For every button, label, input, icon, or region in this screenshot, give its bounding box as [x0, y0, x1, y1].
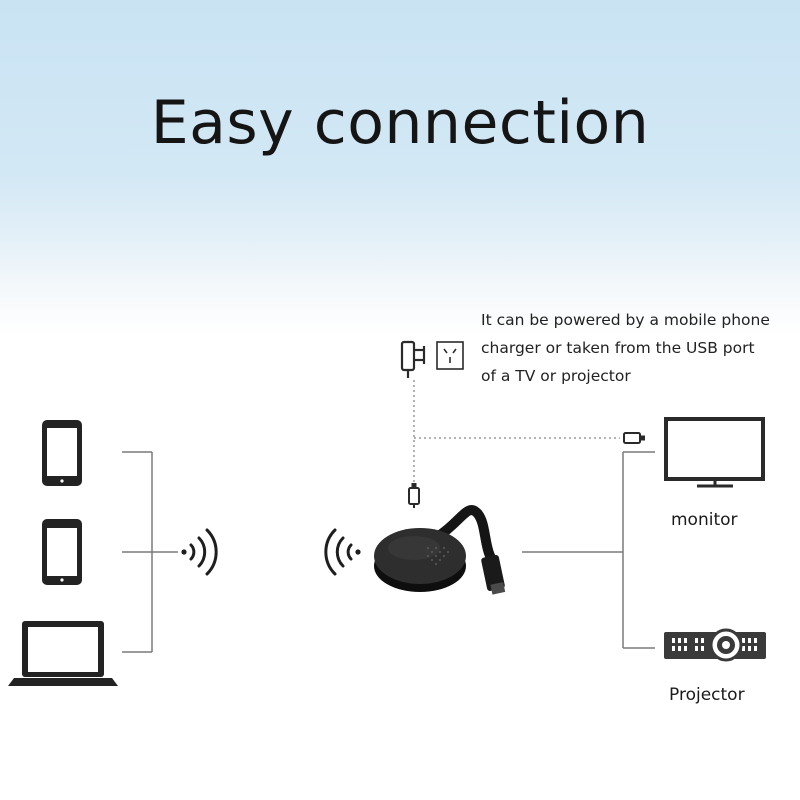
- usb-plug-icon: [408, 483, 420, 508]
- projector-icon: [664, 628, 766, 662]
- projector-label: Projector: [669, 685, 745, 705]
- power-note-line-1: It can be powered by a mobile phone: [481, 311, 770, 329]
- wall-socket-icon: [436, 341, 464, 370]
- usb-plug-tv-icon: [623, 432, 645, 444]
- wifi-signal-icon: [181, 528, 218, 576]
- power-adapter-icon: [400, 340, 426, 378]
- power-note: It can be powered by a mobile phone char…: [481, 306, 781, 390]
- source-bracket: [122, 451, 178, 653]
- hdmi-cable: [435, 505, 506, 595]
- wireless-display-dongle: [374, 528, 466, 592]
- monitor-icon: [664, 417, 765, 488]
- tablet-phone-icon: [42, 519, 82, 585]
- power-note-line-3: of a TV or projector: [481, 367, 631, 385]
- power-cable-dotted: [413, 380, 620, 482]
- page-title: Easy connection: [150, 88, 650, 158]
- laptop-icon: [8, 621, 118, 686]
- monitor-label: monitor: [671, 510, 738, 530]
- wifi-receive-icon: [324, 528, 361, 576]
- power-note-line-2: charger or taken from the USB port: [481, 339, 755, 357]
- output-bracket: [522, 451, 655, 649]
- phone-icon: [42, 420, 82, 486]
